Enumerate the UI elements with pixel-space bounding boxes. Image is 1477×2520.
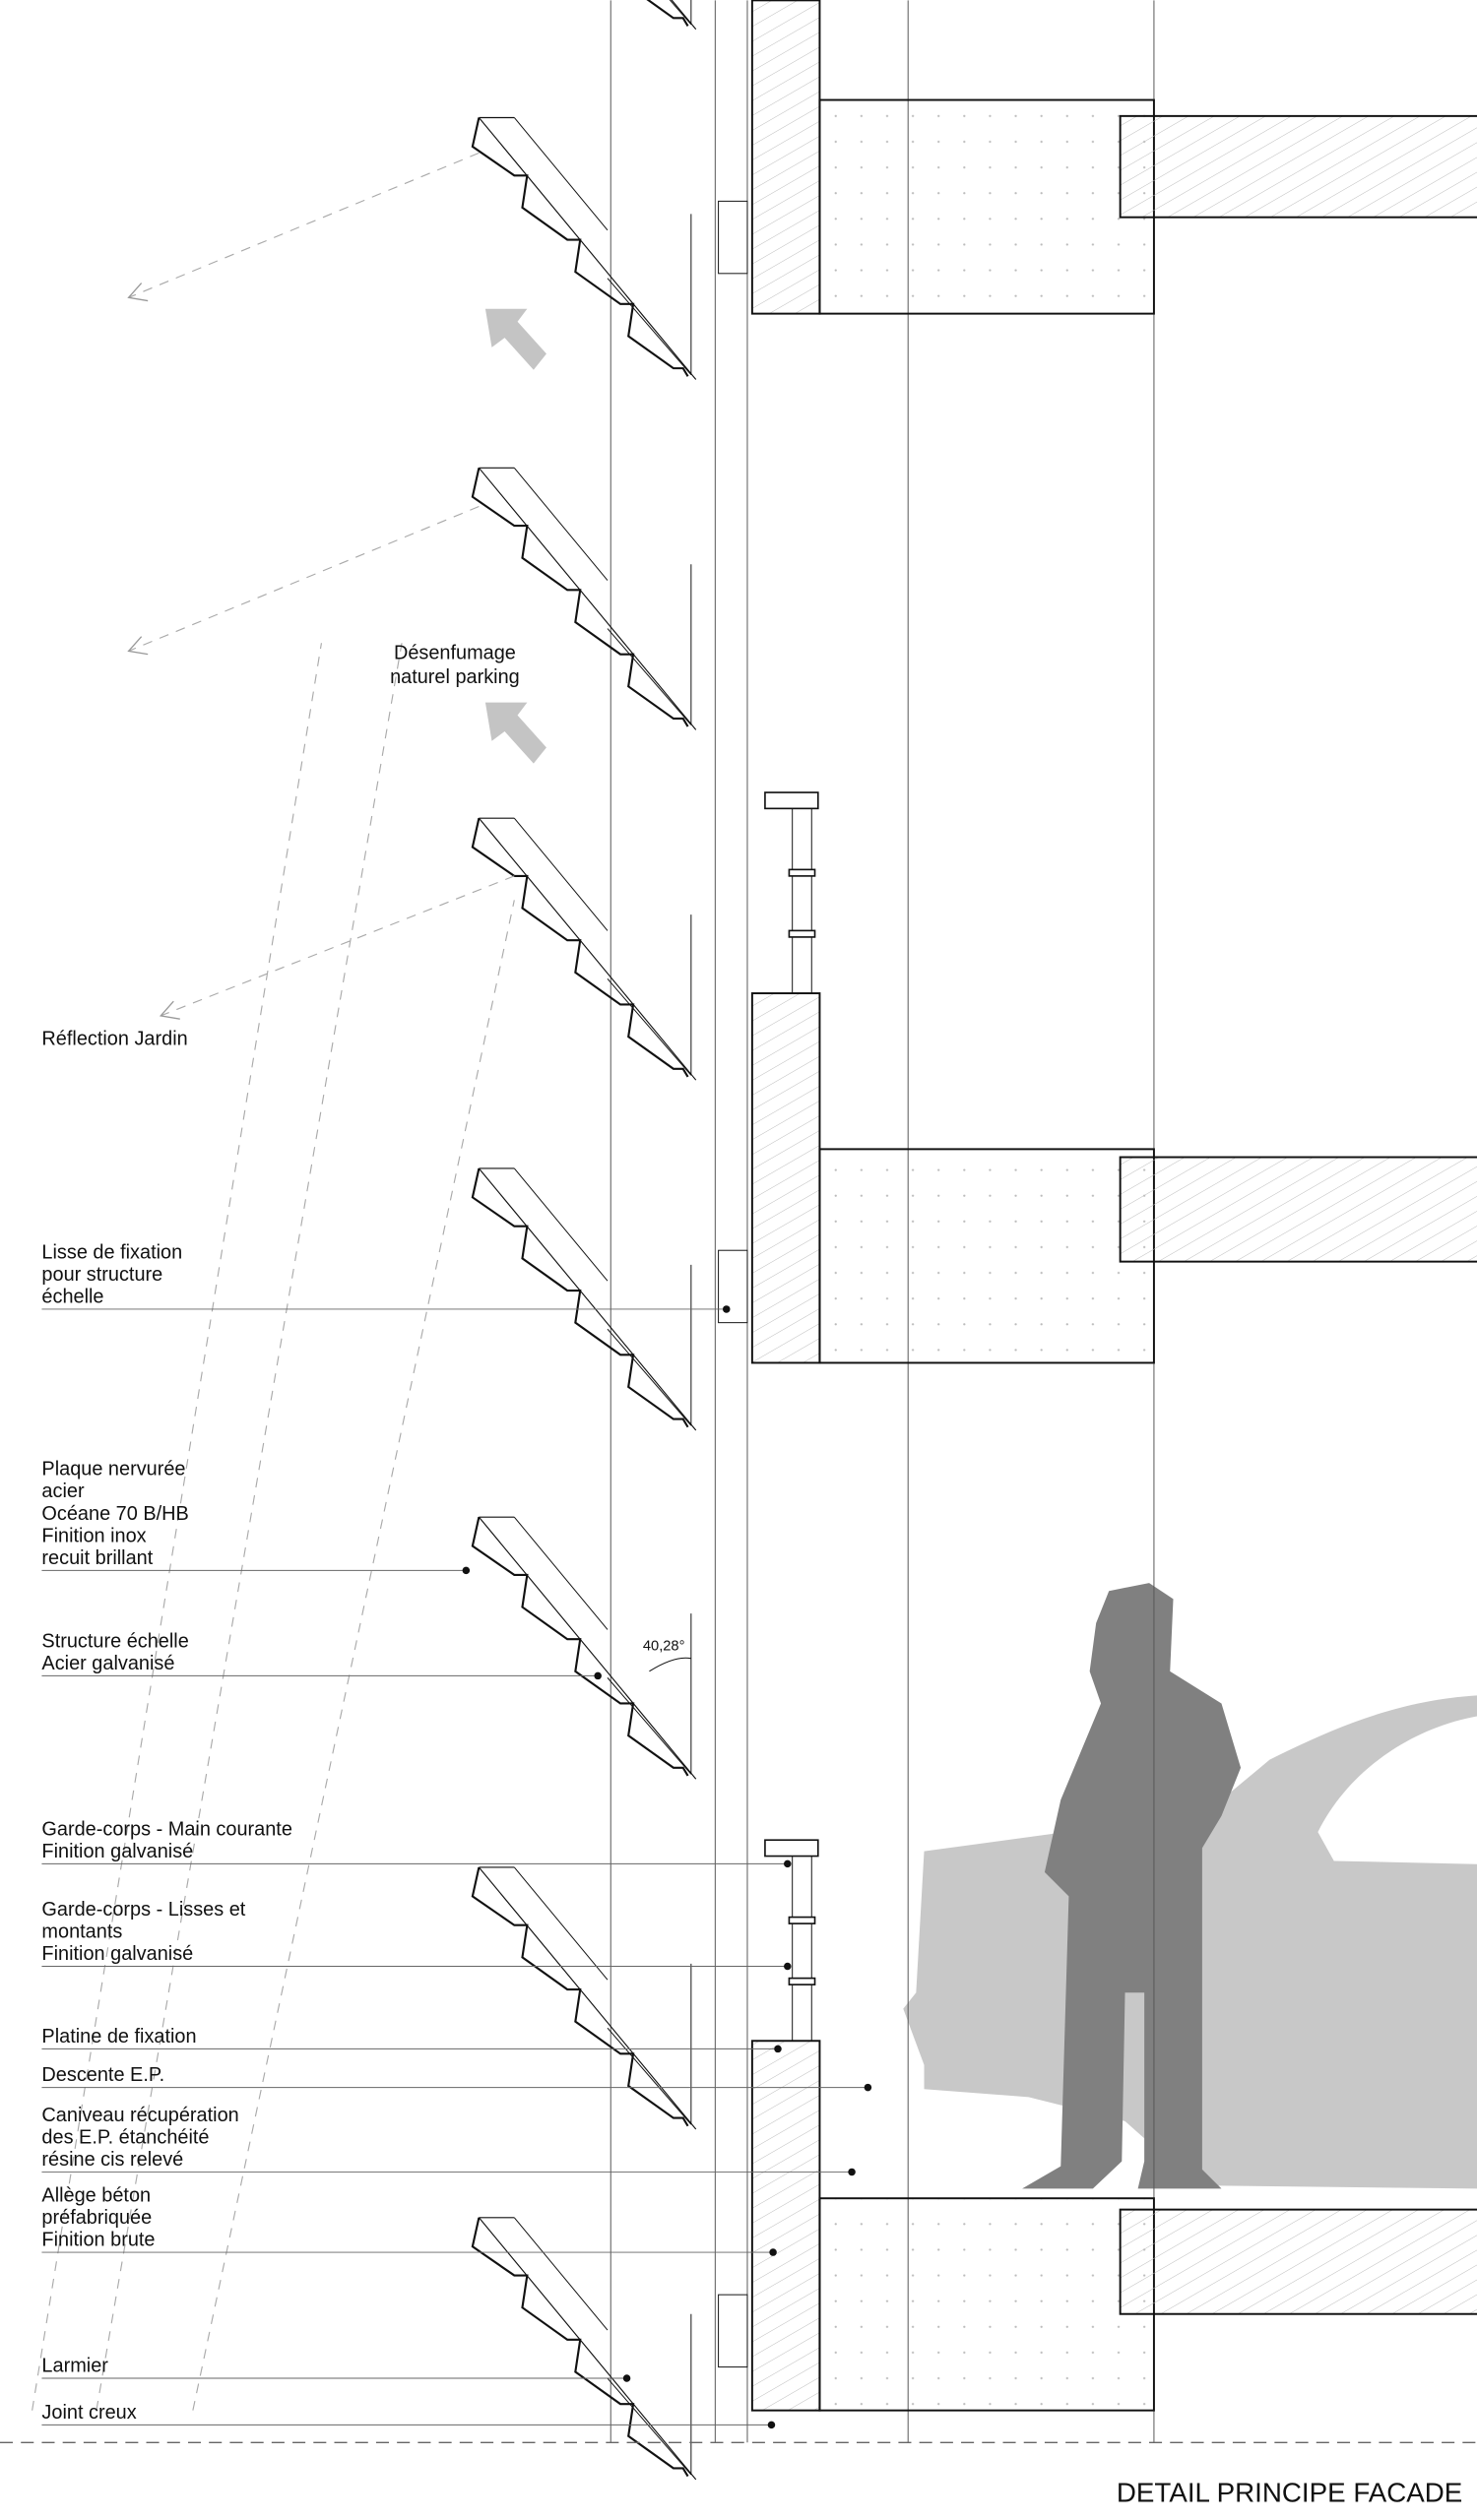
callout-text: recuit brillant <box>41 1547 153 1569</box>
leader-dot <box>462 1566 471 1575</box>
callout-text: Finition brute <box>41 2230 155 2251</box>
leader-dot <box>769 2248 777 2256</box>
callout-text: Allège béton <box>41 2184 151 2206</box>
louvre-panel <box>471 817 697 1081</box>
callout-label: Garde-corps - Lisses etmontantsFinition … <box>41 1899 792 1971</box>
louvre-panel <box>471 1866 697 2130</box>
precast-spandrel <box>750 0 821 315</box>
callout-text: Plaque nervurée <box>41 1459 185 1480</box>
callout-text: montants <box>41 1921 122 1942</box>
guardrail-bar <box>788 1977 816 1985</box>
callout-text: Lisse de fixation <box>41 1241 182 1263</box>
callout-text: acier <box>41 1480 85 1502</box>
smoke-arrow-icon <box>484 702 546 764</box>
fixing-rail <box>718 1249 748 1324</box>
guardrail-bar <box>788 1916 816 1924</box>
callout-text: Structure échelle <box>41 1630 188 1652</box>
handrail <box>764 791 819 810</box>
callout-text: Platine de fixation <box>41 2026 196 2048</box>
leader-dot <box>864 2083 872 2092</box>
leader-dot <box>784 1962 792 1971</box>
callout-text: des E.P. étanchéité <box>41 2126 209 2148</box>
drawing-title: DETAIL PRINCIPE FACADE <box>1117 2478 1462 2508</box>
callout-text: Garde-corps - Lisses et <box>41 1899 245 1921</box>
louvre-panel <box>471 116 697 380</box>
leader-dot <box>848 2168 856 2176</box>
smoke-arrow-icon <box>484 308 546 370</box>
leader-dot <box>784 1859 792 1868</box>
beam <box>1119 2208 1477 2315</box>
callout-text: Réflection Jardin <box>41 1028 187 1049</box>
reflection-lines <box>32 152 515 2411</box>
callout-text: Finition galvanisé <box>41 1841 193 1862</box>
callout-text: Caniveau récupération <box>41 2105 238 2126</box>
callout-label: Réflection Jardin <box>41 1028 187 1049</box>
handrail <box>764 1839 819 1858</box>
leader-dot <box>767 2421 776 2429</box>
callout-text: échelle <box>41 1286 103 1307</box>
callout-text: Océane 70 B/HB <box>41 1503 188 1525</box>
callout-text: Larmier <box>41 2355 108 2376</box>
callout-text: Joint creux <box>41 2402 136 2424</box>
floor-slab <box>818 98 1155 315</box>
callout-label: Descente E.P. <box>41 2064 872 2092</box>
beam <box>1119 1156 1477 1263</box>
leader-dot <box>622 2374 631 2382</box>
callout-text: Garde-corps - Main courante <box>41 1818 291 1840</box>
callout-label: Larmier <box>41 2355 631 2382</box>
callout-text: pour structure <box>41 1264 162 1286</box>
callout-text: préfabriquée <box>41 2207 152 2229</box>
smoke-label-1: Désenfumage <box>394 643 516 664</box>
callout-text: Finition inox <box>41 1525 146 1546</box>
louvre-panel <box>646 0 697 31</box>
callout-text: Acier galvanisé <box>41 1653 174 1674</box>
callout-text: Descente E.P. <box>41 2064 164 2086</box>
louvre-panel <box>471 1516 697 1780</box>
leader-dot <box>774 2045 782 2053</box>
angle-dimension: 40,28° <box>643 1639 685 1655</box>
callout-text: Finition galvanisé <box>41 1943 193 1965</box>
reflection-arrowheads <box>127 283 180 1020</box>
louvre-panel <box>471 467 697 730</box>
leader-dot <box>594 1671 602 1680</box>
precast-spandrel <box>750 2040 821 2412</box>
precast-spandrel <box>750 992 821 1364</box>
callout-label: Platine de fixation <box>41 2026 782 2053</box>
floor-slab <box>818 2197 1155 2412</box>
beam <box>1119 114 1477 219</box>
fixing-rail <box>718 200 748 275</box>
guardrail-bar <box>788 929 816 938</box>
leader-dot <box>723 1305 731 1313</box>
guardrail-bar <box>788 868 816 877</box>
callout-text: résine cis relevé <box>41 2149 183 2171</box>
louvre-panel <box>471 2217 697 2481</box>
person-silhouette <box>1022 1583 1242 2189</box>
floor-slab <box>818 1148 1155 1364</box>
louvre-panel <box>471 1167 697 1431</box>
smoke-label-2: naturel parking <box>390 666 520 688</box>
fixing-rail <box>718 2294 748 2368</box>
callout-label: Joint creux <box>41 2402 776 2429</box>
